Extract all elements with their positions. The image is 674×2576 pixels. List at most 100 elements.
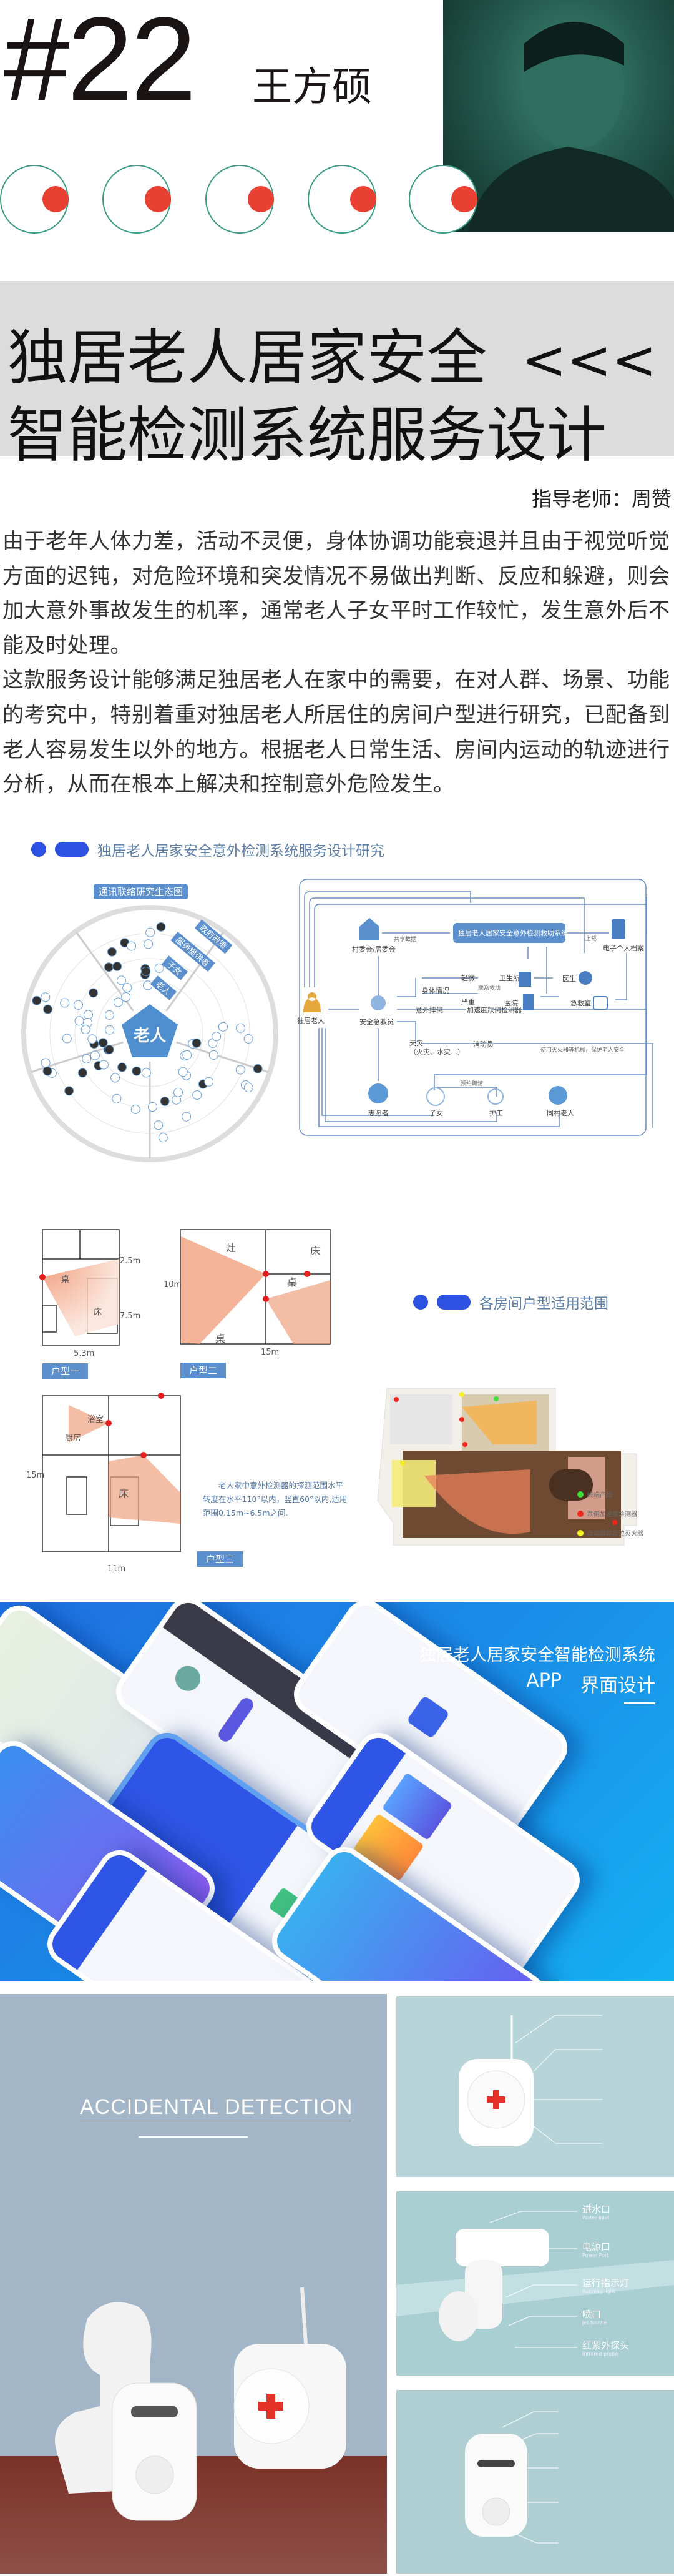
stakeholder-icon bbox=[41, 992, 51, 1002]
legend-item: 跌倒加速度检测器 bbox=[577, 1509, 643, 1518]
author-name: 王方硕 bbox=[252, 64, 372, 111]
edge-label: 共享数据 bbox=[394, 937, 417, 943]
green-dot-icon bbox=[577, 1491, 584, 1498]
product-render bbox=[459, 2015, 602, 2146]
stakeholder-icon bbox=[154, 1120, 164, 1130]
yellow-dot-icon bbox=[577, 1529, 584, 1536]
stakeholder-icon bbox=[90, 1050, 100, 1060]
author-photo bbox=[443, 0, 674, 232]
dimension: 15m bbox=[26, 1471, 45, 1480]
stakeholder-icon bbox=[144, 939, 154, 949]
disaster-label: 天灾 （火灾、水灾…） bbox=[409, 1039, 464, 1056]
map-legend: 终端产品 跌倒加速度检测器 自动跟踪定位灭火器 bbox=[577, 1489, 643, 1537]
dimension: 15m bbox=[261, 1348, 280, 1357]
furniture-label: 桌 bbox=[287, 1276, 298, 1288]
paragraph: 这款服务设计能够满足独居老人在家中的需要，在对人群、场景、功能的考究中，特别着重… bbox=[2, 668, 670, 797]
archive-label: 电子个人档案 bbox=[603, 944, 644, 952]
dot-icon bbox=[31, 842, 46, 857]
stakeholder-icon bbox=[141, 1068, 151, 1078]
sector-divider bbox=[165, 932, 224, 1012]
stakeholder-icon bbox=[117, 1062, 127, 1072]
stakeholder-icon bbox=[84, 1010, 94, 1020]
stakeholder-icon bbox=[107, 947, 117, 957]
callout-cn: 喷口 bbox=[582, 2309, 602, 2320]
stakeholder-icon bbox=[99, 1060, 109, 1070]
stakeholder-icon bbox=[243, 1083, 253, 1093]
divider bbox=[139, 2136, 248, 2138]
title-band bbox=[0, 281, 674, 456]
furniture-label: 床 bbox=[94, 1308, 102, 1317]
eye-circle bbox=[0, 165, 69, 234]
stakeholder-icon bbox=[121, 992, 131, 1002]
detection-cone bbox=[69, 1405, 109, 1443]
clinic-icon bbox=[519, 972, 531, 987]
stakeholder-icon bbox=[208, 1050, 218, 1060]
house-icon bbox=[359, 918, 379, 940]
callout-cn: 电源口 bbox=[582, 2241, 611, 2253]
eye-circle bbox=[409, 165, 477, 234]
er-icon bbox=[593, 996, 608, 1010]
product-devices bbox=[55, 2287, 346, 2521]
detection-cone bbox=[109, 1455, 180, 1524]
title-text: 独居老人居家安全 bbox=[7, 323, 487, 393]
children-icon bbox=[426, 1087, 445, 1106]
stakeholder-icon bbox=[104, 962, 114, 972]
legend-label: 终端产品 bbox=[587, 1492, 612, 1499]
center-label: 老人 bbox=[134, 1027, 166, 1045]
furniture-label: 桌 bbox=[215, 1333, 226, 1345]
severe-label: 严重 bbox=[461, 998, 475, 1006]
stakeholder-icon bbox=[122, 983, 132, 993]
red-dot-icon bbox=[577, 1510, 584, 1517]
stakeholder-icon bbox=[182, 1112, 192, 1122]
fall-label: 意外摔倒 bbox=[416, 1006, 443, 1014]
dimension: 7.5m bbox=[120, 1311, 141, 1321]
stakeholder-icon bbox=[182, 1050, 192, 1060]
stakeholder-icon bbox=[145, 927, 155, 937]
stakeholder-icon bbox=[81, 1025, 90, 1035]
stakeholder-icon bbox=[42, 1066, 52, 1076]
advisor: 指导老师：周赞 bbox=[531, 487, 672, 511]
volunteer-label: 志愿者 bbox=[368, 1109, 389, 1117]
service-blueprint: 独居老人居家安全意外检测救助系统 村委会/居委会 电子个人档案 独居老人 安全急… bbox=[297, 878, 659, 1138]
red-dot bbox=[248, 186, 274, 212]
detection-cone bbox=[42, 1259, 119, 1336]
stakeholder-icon bbox=[73, 1000, 83, 1010]
headline: ACCIDENTAL DETECTION bbox=[80, 2095, 353, 2121]
title-line-1: 独居老人居家安全 <<< bbox=[7, 323, 657, 395]
fall-detector bbox=[112, 2382, 197, 2521]
paragraph: 由于老年人体力差，活动不灵便，身体协调功能衰退并且由于视觉听觉方面的迟钝，对危险… bbox=[2, 529, 670, 658]
stakeholder-icon bbox=[82, 1054, 92, 1063]
stakeholder-icon bbox=[192, 1090, 202, 1100]
neighbors-label: 同村老人 bbox=[547, 1109, 574, 1117]
product-panel-3 bbox=[396, 2390, 674, 2574]
center-pentagon bbox=[122, 1004, 178, 1057]
dimension: 10m bbox=[164, 1280, 182, 1290]
detector-label: 加速度跌倒检测器 bbox=[467, 1006, 522, 1014]
arrows-decoration: <<< bbox=[522, 329, 657, 392]
doctor-label: 医生 bbox=[562, 975, 576, 983]
project-number: #22 bbox=[4, 0, 197, 126]
clinic-label: 卫生所 bbox=[499, 974, 520, 982]
stakeholder-icon bbox=[89, 988, 99, 998]
furniture-label: 床 bbox=[119, 1488, 129, 1499]
callout-cn: 红紫外探头 bbox=[582, 2340, 630, 2351]
legend-label: 自动跟踪定位灭火器 bbox=[587, 1531, 643, 1537]
floor-plans bbox=[39, 1229, 331, 1552]
callout-cn: 进水口 bbox=[582, 2204, 611, 2215]
red-dot bbox=[350, 186, 376, 212]
callout-en: Power Port bbox=[582, 2253, 609, 2258]
committee-label: 村委会/居委会 bbox=[352, 945, 396, 954]
detection-cone bbox=[266, 1280, 330, 1344]
hospital-icon bbox=[523, 994, 534, 1010]
section-title-text: 独居老人居家安全意外检测系统服务设计研究 bbox=[97, 843, 384, 859]
responder-label: 安全急救员 bbox=[359, 1018, 394, 1026]
dot-icon bbox=[413, 1295, 428, 1310]
stakeholder-icon bbox=[178, 1067, 188, 1077]
research-title: 独居老人居家安全意外检测系统服务设计研究 bbox=[31, 839, 384, 860]
eye-circle bbox=[308, 165, 376, 234]
doctor-icon bbox=[579, 971, 592, 985]
